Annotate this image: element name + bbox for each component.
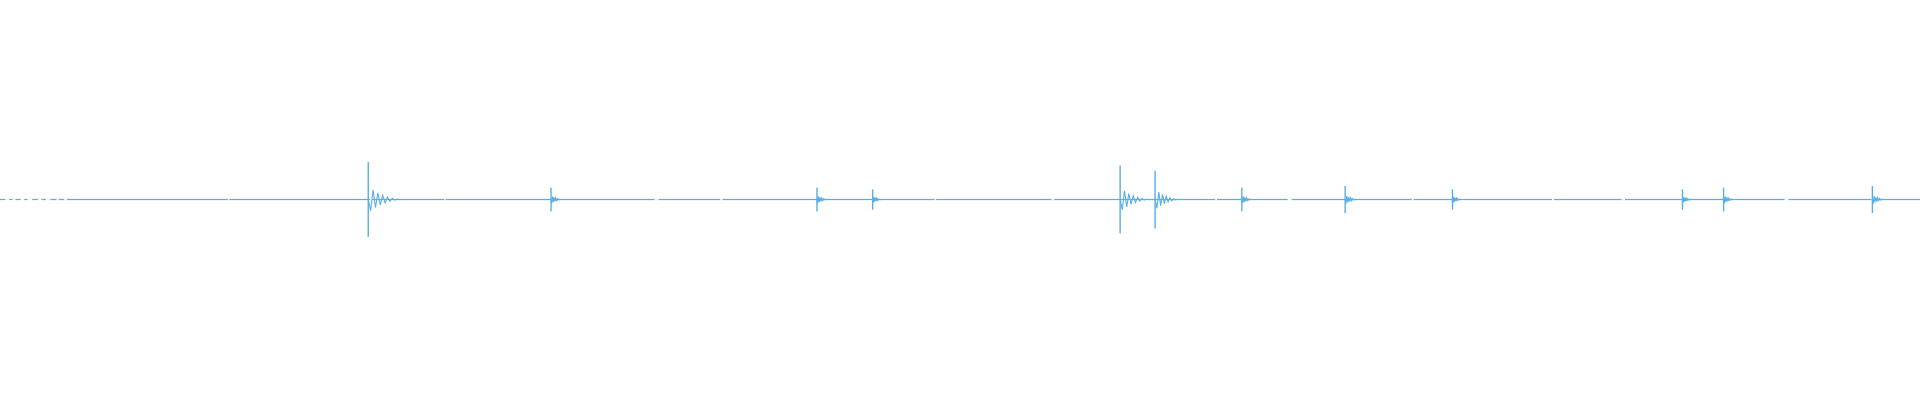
waveform-transient-decay (1723, 196, 1735, 204)
waveform-transient-decay (1451, 196, 1462, 203)
waveform-transient-decay (367, 189, 402, 211)
waveform-transient-decay (1154, 191, 1182, 209)
waveform-transients (367, 162, 1885, 237)
waveform-transient-decay (816, 196, 828, 204)
waveform-transient-decay (1681, 196, 1692, 203)
waveform-transient-decay (872, 196, 882, 203)
waveform-transient-decay (1241, 196, 1253, 204)
waveform-transient-decay (1344, 195, 1358, 204)
waveform-transient-decay (1871, 195, 1885, 204)
waveform-transient-decay (1119, 190, 1151, 210)
waveform-transient-decay (550, 196, 562, 204)
